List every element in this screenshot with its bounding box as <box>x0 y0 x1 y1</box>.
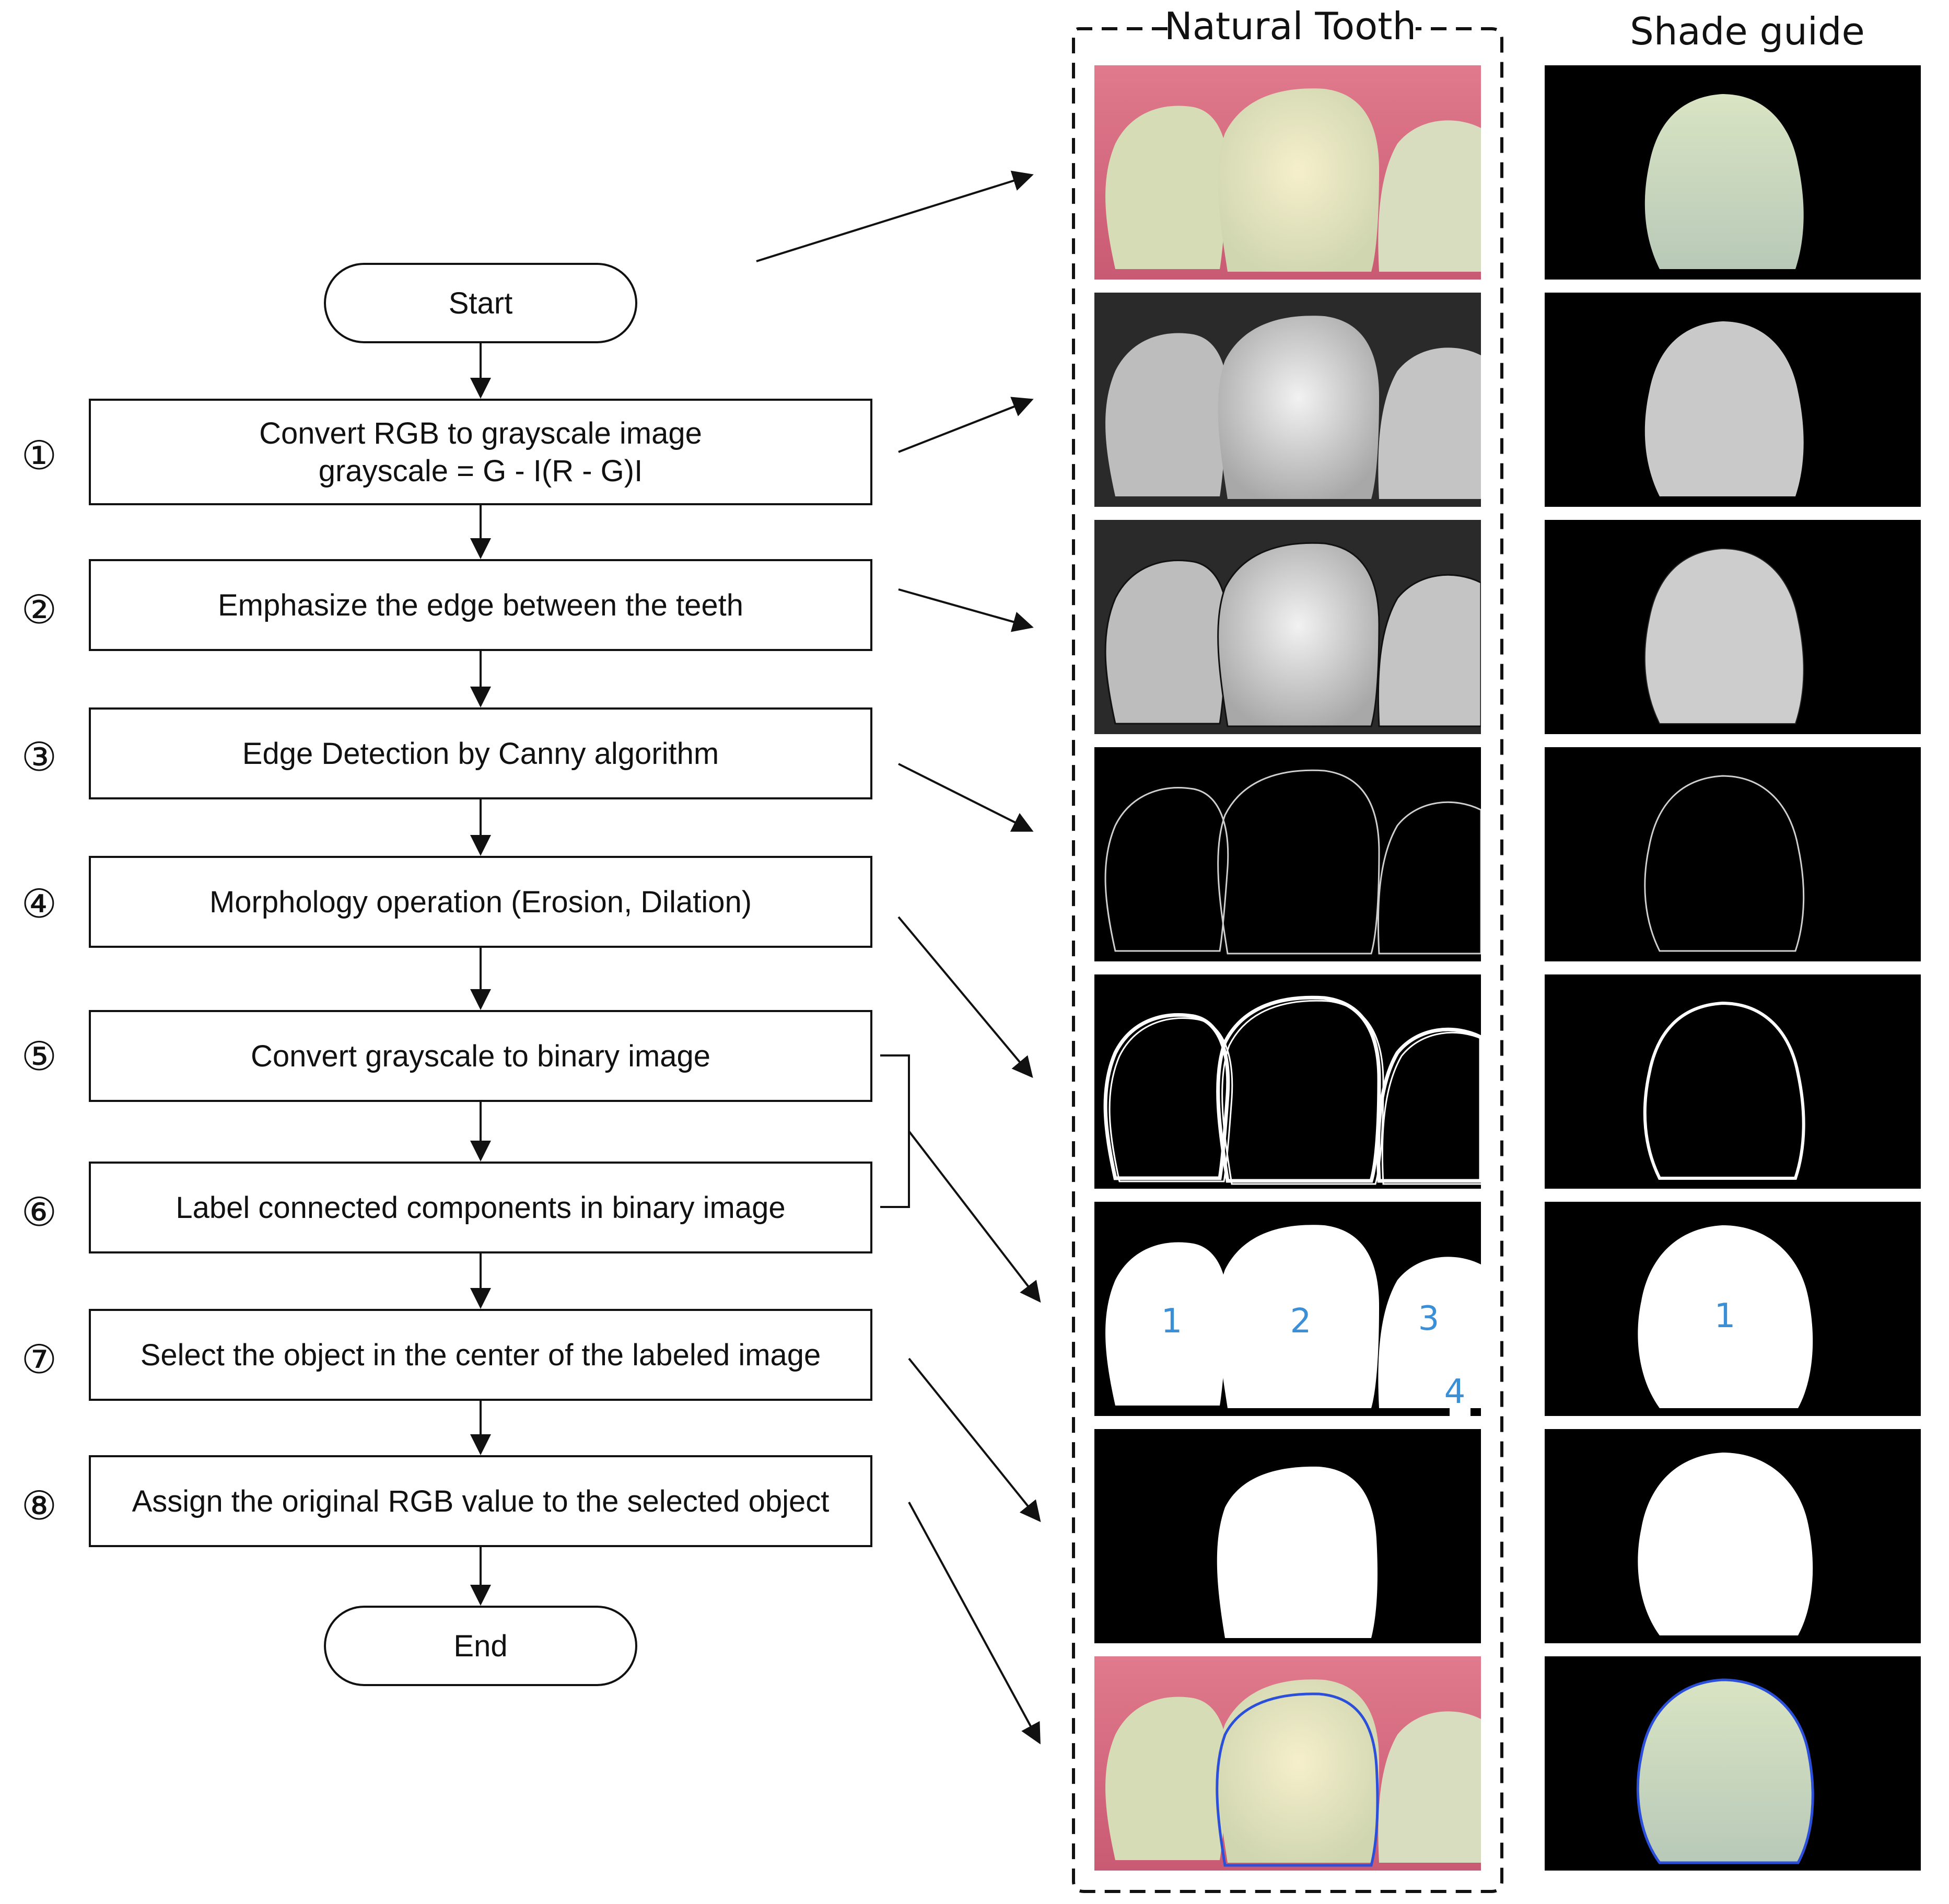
process-step-4: Morphology operation (Erosion, Dilation)… <box>21 856 872 948</box>
process-box <box>89 1309 872 1401</box>
process-box <box>89 1010 872 1102</box>
process-step-text: grayscale = G - I(R - G)I <box>319 454 643 488</box>
image-link-arrow-8 <box>908 1502 1041 1745</box>
natural-tooth-panel-7 <box>1094 1429 1481 1643</box>
image-link-arrow-4 <box>898 763 1034 832</box>
start-terminator-label: Start <box>449 286 513 320</box>
process-step-2: Emphasize the edge between the teeth ② <box>21 559 872 651</box>
process-box <box>89 707 872 799</box>
shade-guide-panel-7 <box>1545 1429 1921 1643</box>
shade-guide-panel-2 <box>1545 293 1921 507</box>
component-label-1: 1 <box>1714 1297 1736 1336</box>
component-label-3: 3 <box>1418 1299 1440 1338</box>
end-terminator-label: End <box>453 1629 507 1663</box>
process-step-3: Edge Detection by Canny algorithm ③ <box>21 707 872 799</box>
step-number: ④ <box>21 880 57 927</box>
natural-tooth-panel-8 <box>1094 1656 1481 1871</box>
shade-guide-panels: 1 <box>1545 65 1921 1871</box>
start-terminator: Start <box>324 263 637 343</box>
component-label-2: 2 <box>1290 1302 1312 1341</box>
shade-guide-panel-5 <box>1545 974 1921 1189</box>
process-step-7: Select the object in the center of the l… <box>21 1309 872 1401</box>
natural-tooth-column-title: Natural Tooth <box>1164 4 1416 48</box>
steps-5-6-bracket <box>880 1054 910 1208</box>
end-terminator: End <box>324 1606 637 1686</box>
step-number: ② <box>21 586 57 633</box>
process-box <box>89 1162 872 1253</box>
shade-guide-panel-4 <box>1545 747 1921 961</box>
step-to-image-arrows <box>756 170 1041 1745</box>
natural-tooth-panels: 1 2 34 <box>1094 65 1481 1871</box>
natural-tooth-panel-3 <box>1094 520 1481 734</box>
process-step-text: Label connected components in binary ima… <box>176 1191 785 1225</box>
process-step-text: Select the object in the center of the l… <box>141 1338 821 1372</box>
process-step-1: Convert RGB to grayscale image grayscale … <box>21 399 872 505</box>
natural-tooth-panel-6: 1 2 34 <box>1094 1202 1481 1416</box>
component-label-1: 1 <box>1161 1302 1183 1341</box>
image-link-arrow-6 <box>908 1130 1041 1303</box>
natural-tooth-panel-4 <box>1094 747 1481 961</box>
process-step-text: Convert grayscale to binary image <box>251 1039 710 1073</box>
step-number: ⑦ <box>21 1336 57 1383</box>
image-link-arrow-2 <box>898 397 1034 453</box>
natural-tooth-panel-5 <box>1094 974 1481 1189</box>
step-number: ① <box>21 432 57 479</box>
process-step-6: Label connected components in binary ima… <box>21 1162 872 1253</box>
natural-tooth-panel-1 <box>1094 65 1481 280</box>
natural-tooth-group-frame <box>1072 27 1503 1893</box>
process-box <box>89 1455 872 1547</box>
step-number: ⑤ <box>21 1033 57 1079</box>
image-link-arrow-1 <box>756 170 1034 262</box>
shade-guide-panel-3 <box>1545 520 1921 734</box>
image-link-arrow-5 <box>897 916 1033 1078</box>
process-step-5: Convert grayscale to binary image ⑤ <box>21 1010 872 1102</box>
component-label-4: 4 <box>1444 1373 1466 1411</box>
image-link-arrow-7 <box>908 1357 1041 1523</box>
shade-guide-panel-8 <box>1545 1656 1921 1871</box>
shade-guide-column-title: Shade guide <box>1630 9 1865 53</box>
process-box <box>89 856 872 948</box>
shade-guide-panel-6: 1 <box>1545 1202 1921 1416</box>
natural-tooth-panel-2 <box>1094 293 1481 507</box>
image-link-arrow-3 <box>898 588 1034 632</box>
step-number: ⑧ <box>21 1482 57 1529</box>
process-box <box>89 399 872 505</box>
step-number: ⑥ <box>21 1189 57 1235</box>
process-step-text: Convert RGB to grayscale image <box>259 416 702 450</box>
process-step-text: Edge Detection by Canny algorithm <box>242 737 719 771</box>
process-step-text: Assign the original RGB value to the sel… <box>132 1484 830 1518</box>
process-step-text: Morphology operation (Erosion, Dilation) <box>209 885 752 919</box>
shade-guide-panel-1 <box>1545 65 1921 280</box>
step-number: ③ <box>21 734 57 780</box>
process-step-8: Assign the original RGB value to the sel… <box>21 1455 872 1547</box>
process-step-text: Emphasize the edge between the teeth <box>218 588 743 622</box>
